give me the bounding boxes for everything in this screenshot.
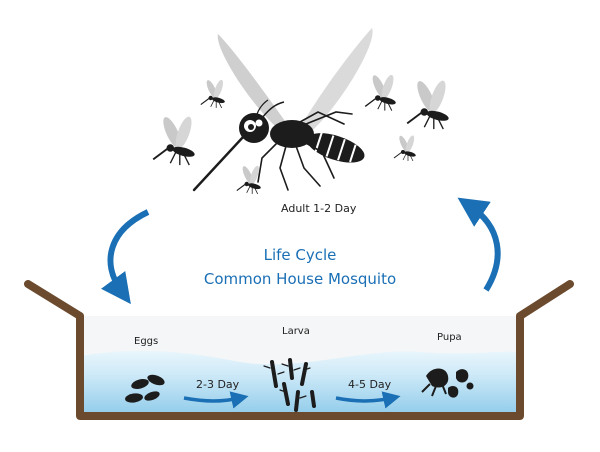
stage-label-larva: Larva [282,326,310,337]
stage-label-pupa: Pupa [437,332,462,343]
small-mosquito-icon [406,77,451,131]
container-outline [24,280,574,420]
eggs-icon [125,374,165,403]
pupa-icon [421,368,474,398]
arrow-larva-to-pupa [335,391,401,409]
duration-label-larva-to-pupa: 4-5 Day [348,378,392,391]
diagram-title-line1: Life Cycle [263,246,337,264]
duration-label-eggs-to-larva: 2-3 Day [196,378,240,391]
arrow-eggs-to-larva [183,391,249,409]
stage-label-adult: Adult 1-2 Day [281,202,357,215]
small-mosquito-icon [200,78,226,109]
small-mosquito-icon [152,113,197,167]
small-mosquito-icon [364,72,398,112]
small-mosquito-icon [393,134,417,162]
stage-label-eggs: Eggs [134,336,159,347]
cycle-arrow-up-right [457,197,501,292]
larva-icon [263,358,316,412]
adult-mosquito-icon [192,28,373,192]
diagram-title-line2: Common House Mosquito [203,270,397,288]
cycle-arrow-down-left [101,209,150,305]
